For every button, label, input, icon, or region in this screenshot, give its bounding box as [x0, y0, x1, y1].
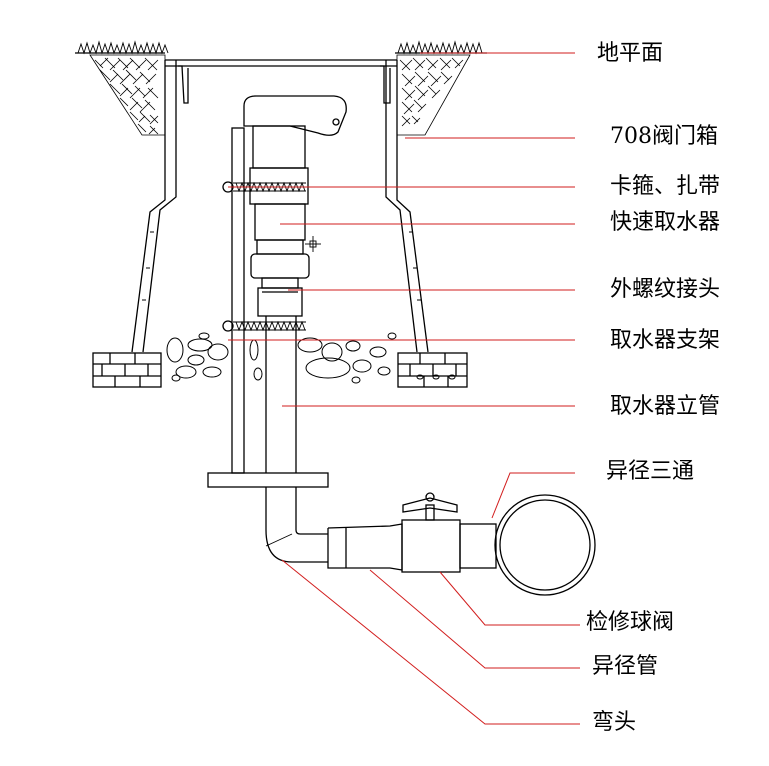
riser-pipe: [265, 316, 297, 530]
label-riser-pipe: 取水器立管: [610, 394, 721, 419]
label-clamp-strap: 卡箍、扎带: [610, 174, 721, 199]
clamp-lower: [222, 320, 306, 332]
label-ball-valve: 检修球阀: [586, 610, 675, 635]
soil-hatch-right: [396, 54, 471, 136]
label-reducer: 异径管: [592, 654, 659, 679]
support-stake: [207, 127, 329, 488]
label-elbow: 弯头: [592, 710, 637, 735]
leader-lines: [228, 52, 580, 725]
label-coupler-support: 取水器支架: [610, 328, 721, 353]
ball-valve: [401, 492, 497, 573]
ground-surface: [75, 40, 487, 55]
crosshair-marker: [305, 236, 321, 252]
elbow-fitting: [265, 529, 328, 563]
label-ground-level: 地平面: [597, 41, 664, 66]
soil-hatch-left: [89, 54, 166, 136]
label-reducing-tee: 异径三通: [606, 459, 695, 484]
quick-coupler: [243, 95, 347, 317]
brick-footing-right: [397, 352, 468, 388]
label-valve-box: 708阀门箱: [610, 124, 718, 149]
reducing-tee: [494, 494, 596, 596]
reducer-fitting: [327, 523, 403, 571]
gravel-bed: [166, 332, 456, 384]
label-male-adapter: 外螺纹接头: [610, 277, 721, 302]
label-quick-coupler: 快速取水器: [610, 210, 721, 235]
box-rib-marks: [142, 231, 421, 301]
brick-footing-left: [92, 352, 162, 388]
valve-box: [92, 59, 468, 388]
